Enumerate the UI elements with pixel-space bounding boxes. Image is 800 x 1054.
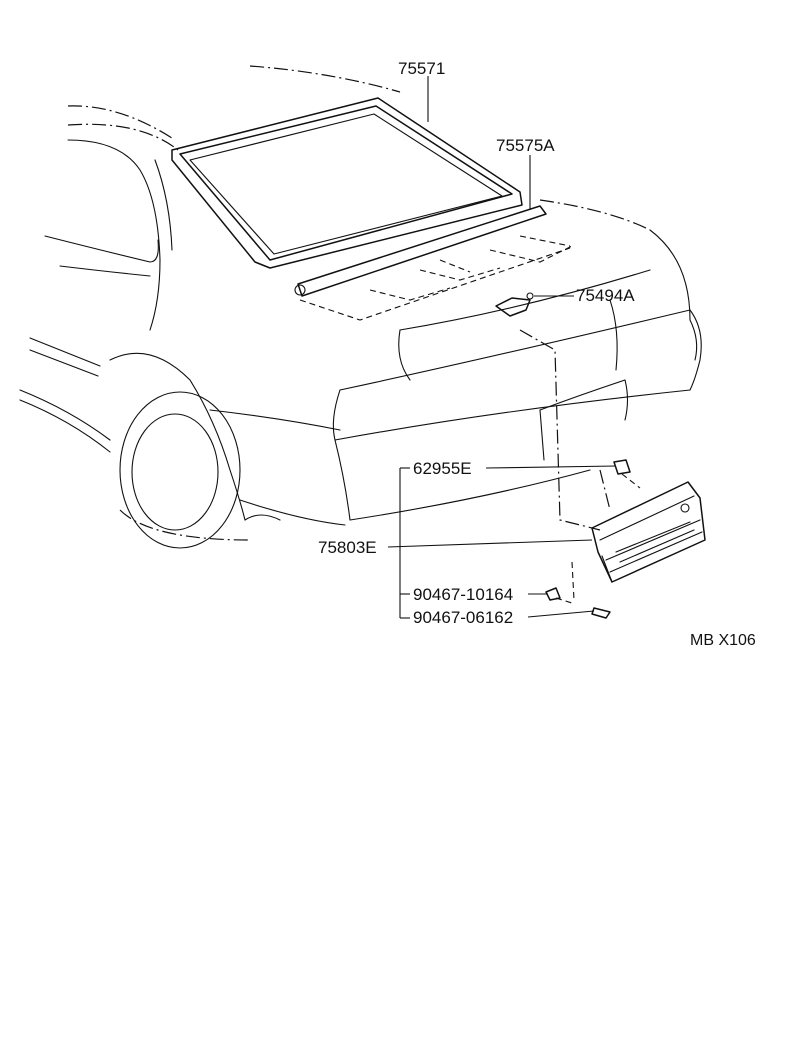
diagram-reference-code: MB X106: [690, 632, 756, 649]
part-labels: 75571 75575A 75494A 62955E 75803E 90467-…: [318, 59, 756, 649]
part-label-90467-10164: 90467-10164: [413, 585, 513, 604]
leader-lines: [387, 76, 617, 619]
part-label-75575A: 75575A: [496, 136, 555, 155]
part-label-90467-06162: 90467-06162: [413, 608, 513, 627]
car-body-drawing: [19, 65, 706, 619]
part-label-75571: 75571: [398, 59, 445, 78]
rear-garnish-drawing: [591, 481, 706, 583]
part-label-75803E: 75803E: [318, 538, 377, 557]
part-label-62955E: 62955E: [413, 459, 472, 478]
part-label-75494A: 75494A: [576, 286, 635, 305]
